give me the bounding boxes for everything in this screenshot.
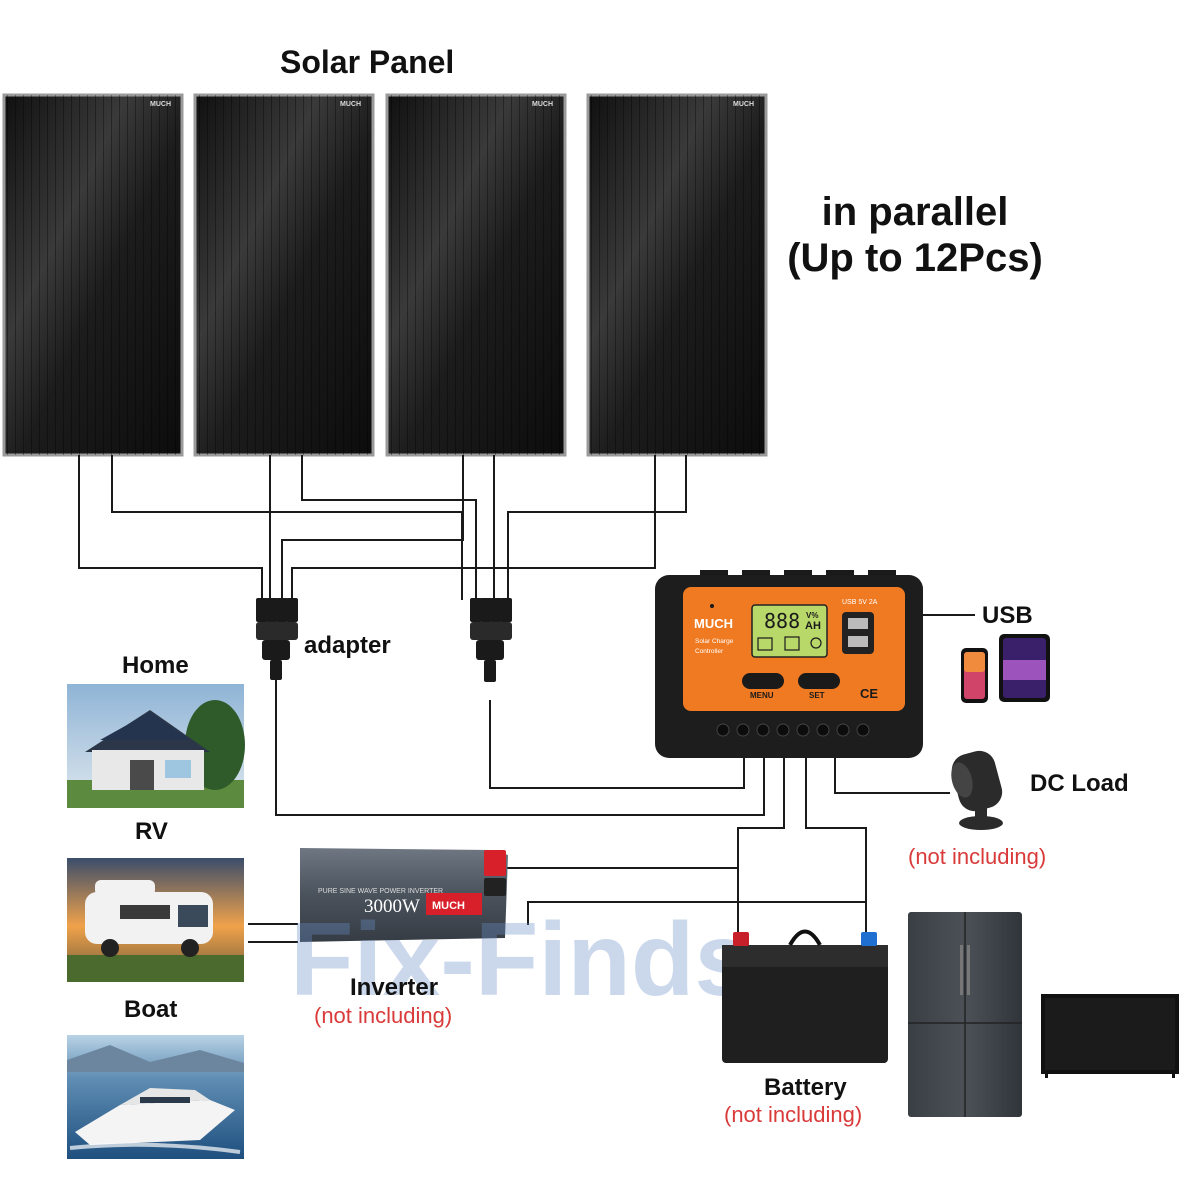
home-label: Home bbox=[122, 652, 189, 680]
adapter-left bbox=[256, 598, 298, 680]
controller-brand: MUCH bbox=[694, 616, 733, 631]
refrigerator-icon bbox=[908, 912, 1022, 1117]
inverter-label: Inverter bbox=[350, 974, 438, 1002]
adapter-label: adapter bbox=[304, 632, 391, 660]
panel-brand: MUCH bbox=[150, 101, 171, 108]
svg-text:PURE SINE WAVE POWER INVERTER: PURE SINE WAVE POWER INVERTER bbox=[318, 888, 443, 895]
svg-text:V%: V% bbox=[806, 611, 818, 620]
phone-icon bbox=[961, 648, 988, 703]
home-photo bbox=[67, 684, 245, 808]
panel-brand: MUCH bbox=[340, 101, 361, 108]
svg-text:CE: CE bbox=[860, 686, 878, 701]
boat-label: Boat bbox=[124, 996, 177, 1024]
inverter-not-including: (not including) bbox=[314, 1003, 452, 1029]
solar-panel-4: MUCH bbox=[588, 95, 766, 455]
solar-panel-1: MUCH bbox=[4, 95, 182, 455]
rv-label: RV bbox=[135, 818, 168, 846]
dc-load-label: DC Load bbox=[1030, 770, 1129, 798]
svg-text:SET: SET bbox=[809, 691, 825, 700]
lcd-digits: 888 bbox=[764, 609, 800, 633]
adapter-right bbox=[470, 598, 512, 682]
tv-icon bbox=[1041, 994, 1179, 1078]
solar-panel-3: MUCH bbox=[387, 95, 565, 455]
solar-charge-controller: 888 V% AH MUCH Solar Charge Controller U… bbox=[655, 570, 923, 758]
battery-label: Battery bbox=[764, 1074, 847, 1102]
dc-load-not-including: (not including) bbox=[908, 844, 1046, 870]
battery-not-including: (not including) bbox=[724, 1102, 862, 1128]
set-button bbox=[798, 673, 840, 689]
panel-brand: MUCH bbox=[532, 101, 553, 108]
boat-photo bbox=[67, 1035, 244, 1159]
battery-negative-terminal bbox=[861, 932, 877, 946]
battery-device bbox=[722, 932, 888, 1064]
panel-brand: MUCH bbox=[733, 101, 754, 108]
solar-panel-label: Solar Panel bbox=[280, 44, 454, 81]
svg-text:AH: AH bbox=[805, 620, 821, 632]
battery-positive-terminal bbox=[733, 932, 749, 946]
svg-text:Controller: Controller bbox=[695, 648, 724, 655]
parallel-label-line2: (Up to 12Pcs) bbox=[778, 236, 1052, 281]
svg-text:MENU: MENU bbox=[750, 691, 774, 700]
tablet-icon bbox=[999, 634, 1050, 702]
svg-text:USB 5V 2A: USB 5V 2A bbox=[842, 599, 878, 606]
parallel-label-line1: in parallel bbox=[780, 190, 1050, 235]
usb-label: USB bbox=[982, 602, 1033, 630]
dc-load-light-icon bbox=[948, 747, 1006, 830]
menu-button bbox=[742, 673, 784, 689]
rv-photo bbox=[67, 858, 244, 982]
svg-text:Solar Charge: Solar Charge bbox=[695, 638, 734, 645]
solar-panel-2: MUCH bbox=[195, 95, 373, 455]
